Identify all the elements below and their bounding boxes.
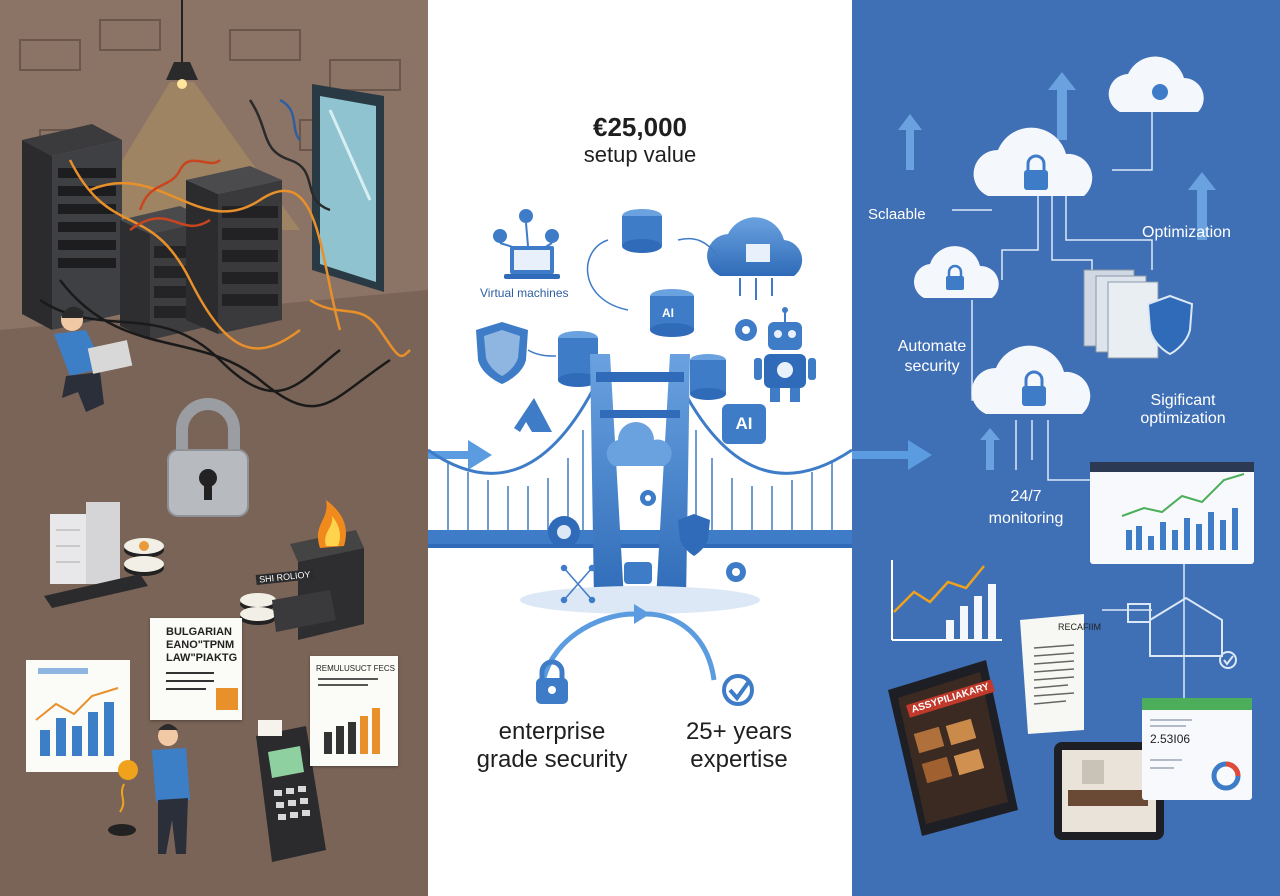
padlock-icon — [167, 398, 249, 517]
legacy-storage-icon — [44, 502, 276, 625]
line-chart-icon — [891, 560, 1002, 641]
accountant-icon — [108, 724, 190, 854]
technician-icon — [54, 306, 133, 412]
kpi-value: 2.53I06 — [1150, 732, 1191, 746]
monitoring-line-1: 24/7 — [1010, 488, 1042, 505]
monitoring-line-2: monitoring — [988, 510, 1064, 527]
dashboard-icon — [1090, 462, 1254, 564]
automate-security-line-2: security — [904, 358, 960, 375]
robot-icon — [754, 307, 816, 402]
check-icon — [722, 674, 754, 706]
gear-icon — [640, 319, 757, 582]
ai-badge-small: AI — [662, 306, 674, 320]
kpi-dashboard-icon — [1142, 698, 1252, 800]
database-icon — [558, 209, 726, 400]
expertise-line-1: 25+ years — [685, 718, 793, 745]
tape-reels — [124, 538, 276, 625]
legacy-infrastructure-panel: BULGARIAN EANO"TPNM LAW"PIAKTG REMULUSUC… — [0, 0, 428, 896]
document-line-3: LAW"PIAKTG — [166, 652, 238, 664]
cloud-logo-icon — [514, 398, 552, 432]
growth-arrows — [898, 72, 1216, 470]
scalable-label: Sclaable — [868, 206, 926, 223]
cloud-icon — [707, 217, 803, 300]
bar-chart-icon — [26, 660, 130, 772]
network-nodes — [560, 564, 596, 604]
cloud-optimization-panel: Sclaable Optimization Automate security … — [852, 0, 1280, 896]
receipt-chart: REMULUSUCT FECS — [310, 656, 398, 766]
security-line-2: grade security — [476, 746, 628, 773]
tablet-icon — [1054, 742, 1164, 840]
report-document — [1020, 614, 1084, 734]
double-arrow-icon — [852, 440, 932, 470]
lock-icon — [536, 659, 568, 704]
home-network-icon — [1127, 596, 1237, 669]
automate-security-line-1: Automate — [897, 338, 967, 355]
cloud-lock-icon — [971, 345, 1091, 414]
document-line-2: EANO"TPNM — [166, 639, 235, 651]
ai-badge-large: AI — [735, 414, 753, 433]
receipt-header: REMULUSUCT FECS — [316, 664, 395, 673]
cloud-lock-icon — [914, 246, 999, 298]
glass-door-icon — [312, 84, 384, 292]
bridge-panel: €25,000 setup value Virtual machines AI … — [428, 0, 852, 896]
tablet-icon — [888, 660, 1018, 836]
significant-optimization-line-2: optimization — [1140, 410, 1226, 427]
cloud-illustration — [852, 56, 1254, 840]
double-arrow-icon — [428, 440, 492, 470]
laptop-icon — [493, 209, 560, 279]
cloud-lock-icon — [973, 127, 1093, 196]
report-title: RECAFIIM — [1058, 622, 1102, 632]
bridge-illustration — [428, 209, 852, 706]
ai-chip-icon — [722, 404, 766, 444]
cloud-icon — [1108, 56, 1204, 112]
pos-terminal-icon — [256, 720, 326, 862]
bridge-icon — [428, 354, 852, 614]
expertise-line-2: expertise — [690, 746, 788, 773]
document-line-1: BULGARIAN — [166, 626, 232, 638]
setup-price-caption: setup value — [583, 142, 697, 167]
legal-document: BULGARIAN EANO"TPNM LAW"PIAKTG — [150, 618, 242, 720]
significant-optimization-line-1: Sigificant — [1150, 392, 1216, 409]
shield-icon — [476, 322, 528, 384]
security-line-1: enterprise — [498, 718, 606, 745]
virtual-machines-label: Virtual machines — [480, 286, 569, 300]
optimization-label: Optimization — [1142, 224, 1231, 241]
connector-lines — [527, 237, 721, 357]
tangled-cables — [39, 98, 411, 408]
ai-database-icon — [650, 289, 694, 337]
shredder-icon — [272, 500, 364, 640]
setup-price: €25,000 — [593, 112, 687, 142]
firewall-icon — [1083, 269, 1194, 359]
